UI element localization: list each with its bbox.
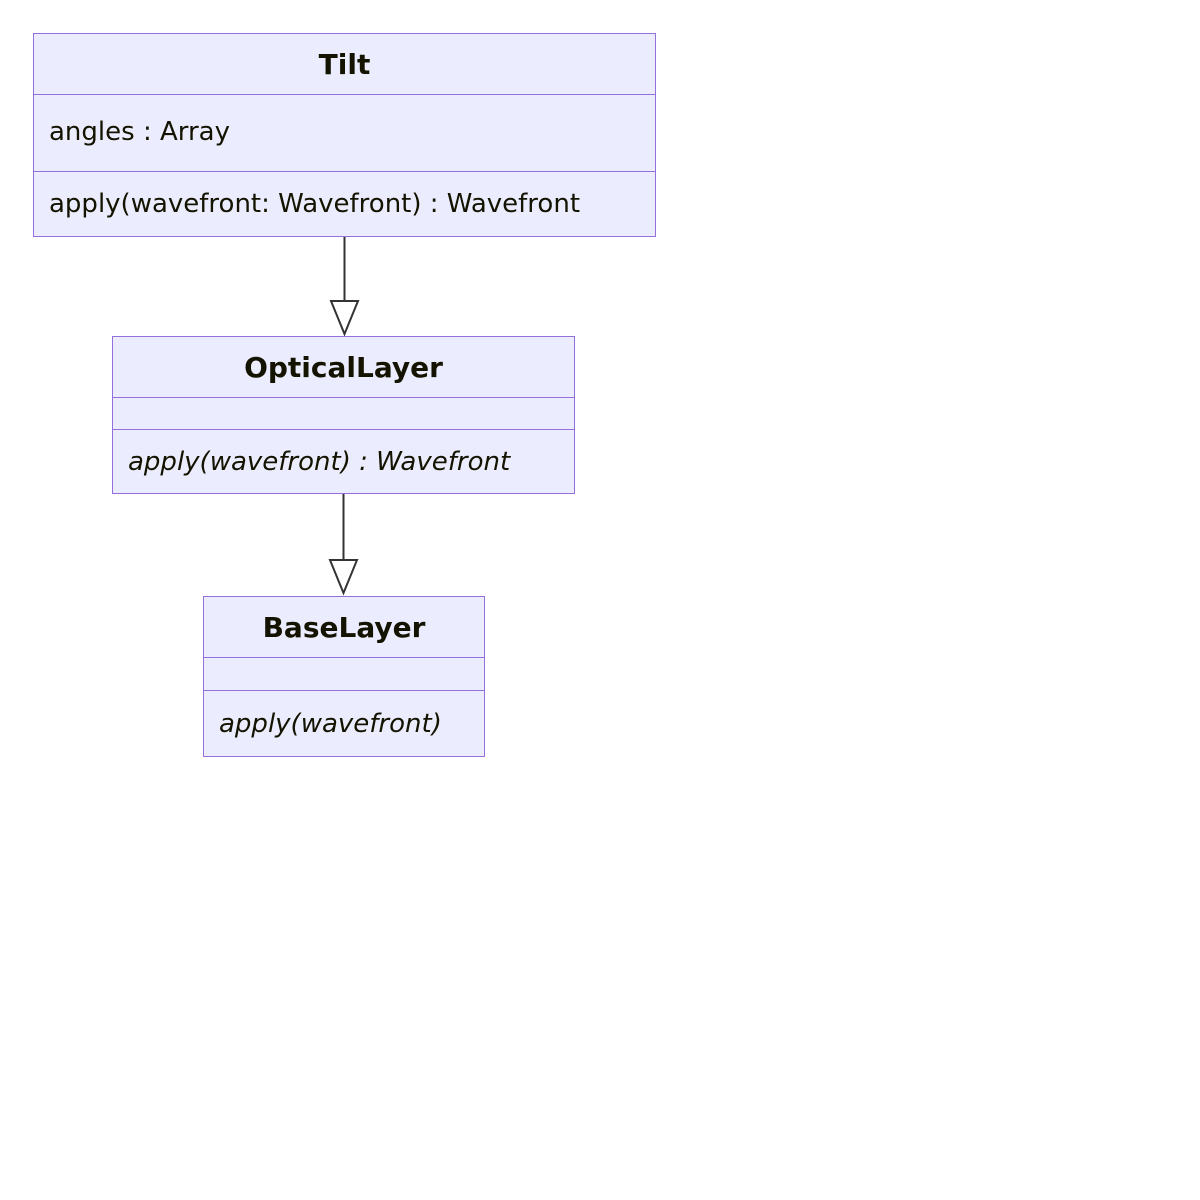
method-row: apply(wavefront: Wavefront) : Wavefront [49, 189, 581, 220]
class-title: Tilt [318, 47, 371, 81]
method-row: apply(wavefront) [219, 708, 442, 739]
class-methods: apply(wavefront) [204, 690, 484, 758]
inheritance-arrow-opticallayer-to-baselayer [328, 494, 359, 596]
class-box-baselayer: BaseLayer apply(wavefront) [203, 596, 485, 757]
attribute-row: angles : Array [49, 117, 230, 148]
class-title: OpticalLayer [244, 350, 443, 384]
class-methods: apply(wavefront) : Wavefront [113, 429, 574, 495]
class-methods: apply(wavefront: Wavefront) : Wavefront [34, 171, 655, 238]
class-box-tilt: Tilt angles : Array apply(wavefront: Wav… [33, 33, 656, 237]
method-row: apply(wavefront) : Wavefront [128, 446, 511, 477]
class-attributes [113, 397, 574, 429]
class-attributes [204, 657, 484, 690]
class-attributes: angles : Array [34, 94, 655, 171]
class-title: BaseLayer [262, 610, 426, 644]
inheritance-arrow-tilt-to-opticallayer [329, 237, 360, 337]
class-box-opticallayer: OpticalLayer apply(wavefront) : Wavefron… [112, 336, 575, 494]
